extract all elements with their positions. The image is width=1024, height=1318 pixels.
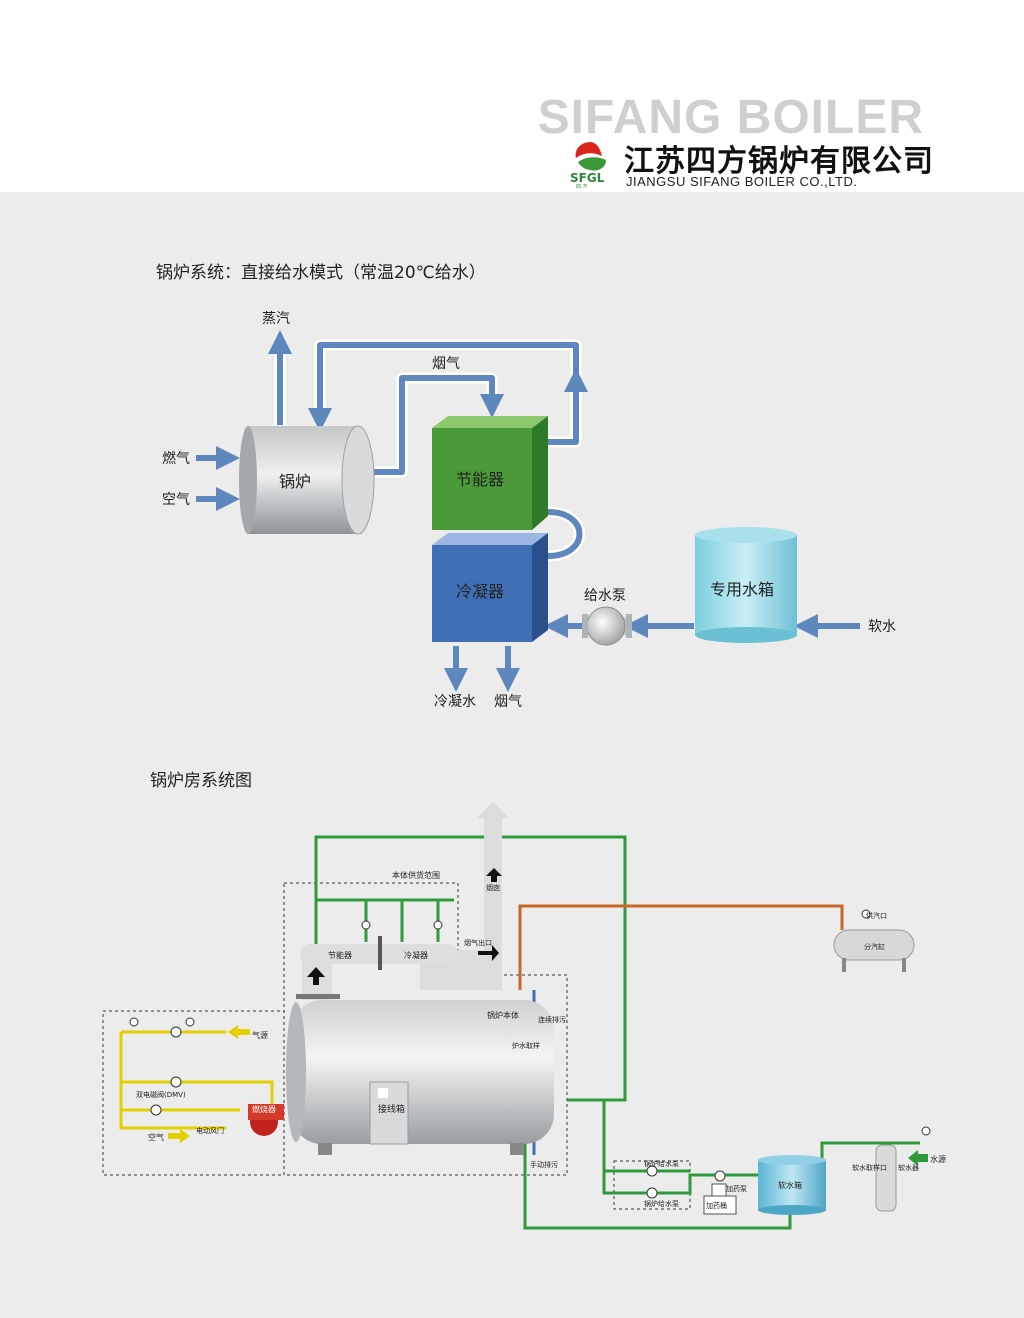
dosing-tank	[703, 1183, 737, 1215]
valve-icon	[150, 1104, 162, 1116]
water-source-arrow-icon	[908, 1150, 928, 1166]
logo-text: SFGL	[570, 171, 605, 185]
steam-header-vessel	[833, 929, 915, 972]
pressure-gauge-icon	[129, 1017, 139, 1027]
page-header: SIFANG BOILER SFGL 四 方 江苏四方锅炉有限公司 JIANGS…	[0, 0, 1024, 192]
pump-icon	[646, 1165, 658, 1177]
economizer-label: 节能器	[456, 470, 504, 489]
feed-pump-label-2: 锅炉给水泵	[644, 1159, 679, 1168]
pressure-gauge-icon	[185, 1017, 195, 1027]
flue-outlet-label: 烟气出口	[464, 938, 492, 947]
soft-water-tank	[758, 1155, 826, 1215]
valve-icon	[170, 1026, 182, 1038]
dosing-tank-label: 加药桶	[706, 1201, 727, 1210]
feed-pump-label: 给水泵	[584, 588, 626, 604]
air-label-2: 空气	[148, 1132, 164, 1142]
valve-icon	[861, 909, 871, 919]
dosing-pump-label: 加药泵	[726, 1184, 747, 1193]
boiler-direct-feed-diagram: 蒸汽 烟气 燃气 空气 锅炉 节能器 冷凝器 给水泵 专用水箱 软水 冷凝水 烟…	[162, 311, 896, 710]
company-logo-icon: SFGL 四 方	[570, 142, 606, 188]
tank-label: 专用水箱	[710, 580, 774, 599]
diagram1-title: 锅炉系统：直接给水模式（常温20℃给水）	[156, 263, 486, 283]
continuous-blowdown-label: 连续排污	[538, 1015, 566, 1024]
steam-header-label: 分汽缸	[864, 942, 885, 951]
softener-sampling-label: 软水取样口	[852, 1163, 887, 1172]
burner-scope-box	[102, 1010, 285, 1176]
flue-label-bottom: 烟气	[494, 694, 522, 710]
boiler-body-label: 锅炉本体	[487, 1010, 519, 1020]
economizer-outlet-pipe	[546, 368, 588, 445]
burner-label: 燃烧器	[252, 1104, 276, 1114]
company-name-en: JIANGSU SIFANG BOILER CO.,LTD.	[626, 174, 858, 189]
soft-water-label: 软水	[868, 619, 896, 635]
junction-box-label: 接线箱	[378, 1103, 405, 1115]
gas-source-arrow-icon	[228, 1025, 250, 1039]
dedicated-water-tank	[695, 527, 797, 643]
feed-pump-icon	[582, 606, 632, 646]
steam-outlet-label: 供汽口	[866, 911, 887, 920]
brand-wordmark: SIFANG BOILER	[537, 91, 924, 144]
boiler-body	[286, 1000, 554, 1155]
condenser-block	[432, 533, 548, 642]
soft-tank-label: 软水箱	[778, 1180, 802, 1190]
valve-icon	[433, 920, 443, 930]
feed-pump-scope-box	[613, 1160, 691, 1210]
steam-supply-pipe	[518, 904, 844, 990]
manual-blowdown-label: 手动排污	[530, 1160, 558, 1169]
valve-icon	[361, 920, 371, 930]
company-name-cn: 江苏四方锅炉有限公司	[624, 144, 934, 179]
chimney-label: 烟囱	[486, 883, 500, 892]
air-label: 空气	[162, 492, 190, 508]
pressure-gauge-icon	[921, 1126, 931, 1136]
boiler-label: 锅炉	[279, 472, 311, 491]
economizer-label-2: 节能器	[328, 950, 352, 960]
air-arrow-icon	[168, 1129, 190, 1143]
flue-duct	[296, 868, 502, 1000]
furnace-sampling-label: 炉水取样	[512, 1041, 540, 1050]
logo-subtext: 四 方	[576, 183, 588, 188]
green-pipe-pump	[602, 1100, 758, 1195]
dosing-pump-icon	[714, 1170, 726, 1182]
air-damper-label: 电动风门	[196, 1126, 224, 1135]
condenser-economizer-link	[547, 509, 583, 559]
feed-pump-label-3: 锅炉给水泵	[644, 1199, 679, 1208]
dmv-label: 双电磁阀(DMV)	[136, 1090, 186, 1099]
steam-label: 蒸汽	[262, 311, 290, 327]
valve-icon	[170, 1076, 182, 1088]
condenser-label-2: 冷凝器	[404, 950, 428, 960]
supply-scope-label: 本体供货范围	[392, 870, 440, 880]
diagram2-title: 锅炉房系统图	[150, 771, 252, 791]
softener-vessel	[875, 1144, 897, 1212]
return-pipe	[308, 342, 579, 432]
gas-label: 燃气	[162, 450, 190, 467]
softener-label: 软水器	[898, 1163, 919, 1172]
boiler-vessel	[239, 425, 375, 535]
gas-source-label: 气源	[252, 1030, 268, 1040]
burner-icon	[248, 1104, 284, 1136]
condenser-label: 冷凝器	[456, 582, 504, 601]
green-pipe-top	[314, 835, 627, 1102]
green-pipe-soft	[820, 1141, 886, 1164]
pump-icon	[646, 1187, 658, 1199]
flue-label-top: 烟气	[432, 356, 460, 372]
condensate-label: 冷凝水	[434, 694, 476, 710]
economizer-block	[432, 416, 548, 530]
flue-pipe	[372, 375, 504, 475]
water-source-label: 水源	[930, 1154, 946, 1164]
